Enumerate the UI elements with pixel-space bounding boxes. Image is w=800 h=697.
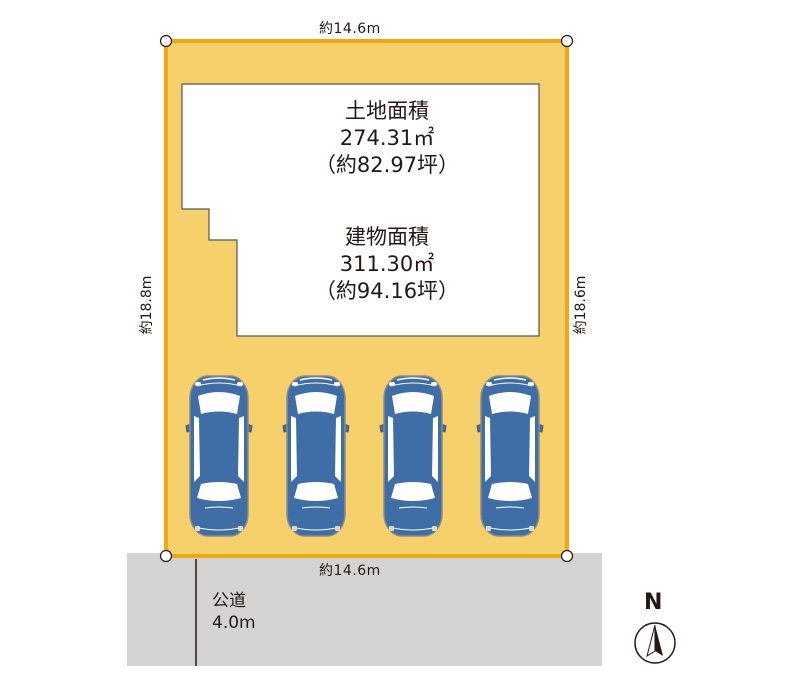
building-area-tsubo: （約94.16坪） — [314, 279, 460, 303]
car-icon — [185, 375, 253, 537]
road-type: 公道 — [212, 591, 246, 611]
car-icon — [379, 375, 447, 537]
left-dimension-label: 約18.8m — [139, 275, 155, 335]
car-icon — [282, 375, 350, 537]
land-area-tsubo: （約82.97坪） — [314, 153, 460, 177]
road-area — [127, 553, 602, 666]
building-footprint — [181, 83, 540, 337]
corner-marker-sw — [159, 549, 173, 563]
bottom-dimension-label: 約14.6m — [319, 563, 381, 579]
road-label: 公道 4.0m — [212, 590, 256, 634]
north-label: N — [644, 590, 663, 615]
building-area-title: 建物面積 — [345, 225, 429, 249]
top-dimension-label: 約14.6m — [319, 21, 381, 37]
land-area-block: 土地面積 274.31㎡ （約82.97坪） — [237, 98, 537, 179]
land-area-title: 土地面積 — [345, 99, 429, 123]
right-dimension-label: 約18.6m — [573, 275, 589, 335]
corner-marker-nw — [159, 34, 173, 48]
car-icon — [476, 375, 544, 537]
land-area-sqm: 274.31㎡ — [339, 126, 435, 150]
building-area-block: 建物面積 311.30㎡ （約94.16坪） — [237, 224, 537, 305]
corner-marker-ne — [560, 34, 574, 48]
building-area-sqm: 311.30㎡ — [339, 252, 435, 276]
corner-marker-se — [560, 549, 574, 563]
north-arrow-icon — [634, 622, 676, 664]
road-width: 4.0m — [212, 613, 256, 633]
